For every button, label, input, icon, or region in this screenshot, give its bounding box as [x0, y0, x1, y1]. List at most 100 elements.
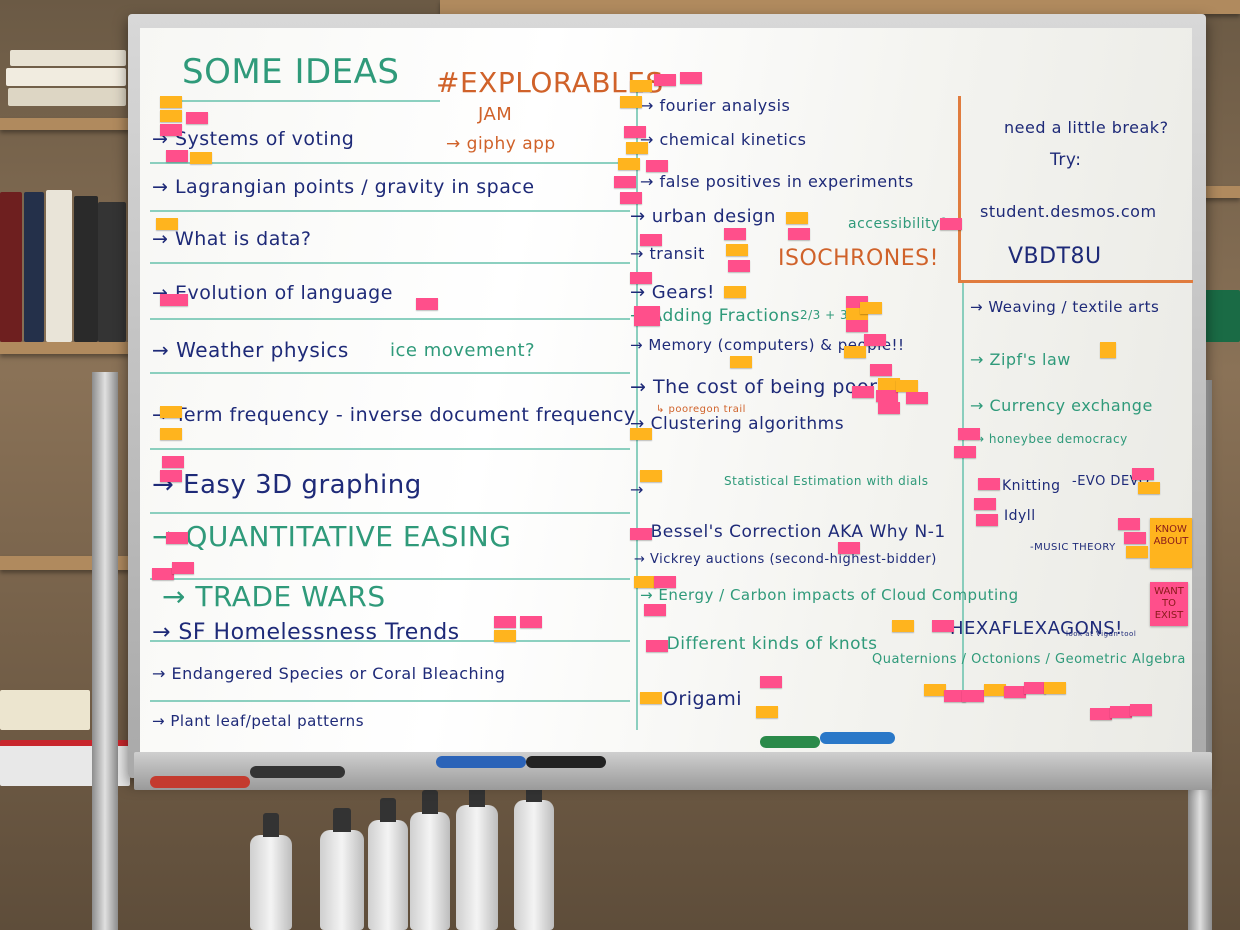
- sticky-note: [864, 334, 886, 346]
- sticky-note: [1124, 532, 1146, 544]
- idea-item: → Adding Fractions: [630, 306, 800, 326]
- spray-bottle: [456, 783, 498, 930]
- idea-item: → Easy 3D graphing: [152, 470, 422, 500]
- marker[interactable]: [436, 756, 526, 768]
- marker[interactable]: [250, 766, 345, 778]
- idea-item: → Evolution of language: [152, 282, 393, 304]
- sticky-note: [620, 192, 642, 204]
- sticky-note: [932, 620, 954, 632]
- idea-annotation: ↳ pooregon trail: [656, 404, 746, 415]
- sticky-note: [1130, 704, 1152, 716]
- book: [6, 68, 126, 86]
- spray-bottle: [320, 808, 364, 930]
- sticky-note: [166, 532, 188, 544]
- sticky-note: [1138, 482, 1160, 494]
- sticky-note: [924, 684, 946, 696]
- sticky-note-know-about: KNOW ABOUT: [1150, 518, 1192, 568]
- idea-item: →: [630, 480, 644, 499]
- sticky-note: [416, 298, 438, 310]
- ruled-line: [150, 512, 630, 514]
- sticky-note: [906, 392, 928, 404]
- sticky-note: [186, 112, 208, 124]
- idea-item: -MUSIC THEORY: [1030, 542, 1116, 553]
- sticky-note: [756, 706, 778, 718]
- sticky-note: [978, 478, 1000, 490]
- sticky-note: [878, 402, 900, 414]
- sticky-note: [860, 302, 882, 314]
- sticky-note: [730, 356, 752, 368]
- sticky-note: [846, 320, 868, 332]
- ruled-line: [150, 210, 630, 212]
- heading-giphy: → giphy app: [446, 134, 556, 154]
- sticky-note: [618, 158, 640, 170]
- book: [98, 202, 126, 342]
- idea-item: Knitting: [1002, 478, 1061, 494]
- idea-item: → transit: [630, 244, 705, 263]
- heading-underline: [180, 100, 440, 102]
- book: [8, 88, 126, 106]
- sticky-note: [1118, 518, 1140, 530]
- sticky-note: [944, 690, 966, 702]
- sticky-note: [640, 234, 662, 246]
- sticky-note: [624, 126, 646, 138]
- sticky-note: [954, 446, 976, 458]
- sticky-note: [646, 640, 668, 652]
- marker[interactable]: [820, 732, 895, 744]
- marker[interactable]: [150, 776, 250, 788]
- sticky-note: [940, 218, 962, 230]
- sticky-note: [1044, 682, 1066, 694]
- sticky-note: [654, 576, 676, 588]
- shelf-top-right: [1196, 186, 1240, 198]
- idea-annotation: Quaternions / Octonions / Geometric Alge…: [872, 652, 1186, 667]
- book: [10, 50, 126, 66]
- ruled-line: [150, 372, 630, 374]
- idea-item: → honeybee democracy: [974, 432, 1128, 446]
- heading-some-ideas: SOME IDEAS: [182, 52, 400, 92]
- spray-bottle: [368, 798, 408, 930]
- sticky-note: [190, 152, 212, 164]
- sticky-note: [162, 456, 184, 468]
- stand-leg-left: [92, 372, 118, 930]
- column-divider: [636, 80, 638, 730]
- idea-item: → Lagrangian points / gravity in space: [152, 176, 535, 198]
- break-box-line2: Try:: [1050, 150, 1082, 170]
- sticky-note: [166, 150, 188, 162]
- ruled-line: [150, 318, 630, 320]
- sticky-note: [1024, 682, 1046, 694]
- idea-item: → SF Homelessness Trends: [152, 620, 460, 645]
- idea-item: → chemical kinetics: [640, 130, 807, 149]
- sticky-note: [958, 428, 980, 440]
- idea-annotation: Statistical Estimation with dials: [724, 474, 929, 488]
- sticky-note: [876, 390, 898, 402]
- break-box-line1: need a little break?: [1004, 118, 1169, 137]
- sticky-note: [878, 378, 900, 390]
- idea-annotation: accessibility?: [848, 216, 948, 232]
- sticky-note: [494, 630, 516, 642]
- idea-item: → urban design: [630, 206, 776, 227]
- spray-bottle: [410, 790, 450, 930]
- idea-item: → Endangered Species or Coral Bleaching: [152, 664, 506, 683]
- ruled-line: [150, 700, 630, 702]
- sticky-note: [984, 684, 1006, 696]
- sticky-note: [614, 176, 636, 188]
- idea-item: -EVO DEVO: [1072, 474, 1150, 489]
- sticky-note: [160, 124, 182, 136]
- spray-bottle: [250, 813, 292, 930]
- sticky-note: [160, 96, 182, 108]
- sticky-note: [630, 80, 652, 92]
- idea-annotation: ice movement?: [390, 340, 536, 361]
- idea-item: → Currency exchange: [970, 396, 1153, 415]
- ruled-line: [150, 578, 630, 580]
- marker[interactable]: [760, 736, 820, 748]
- idea-item: → Systems of voting: [152, 128, 355, 150]
- marker[interactable]: [526, 756, 606, 768]
- sticky-note: [844, 346, 866, 358]
- heading-explorables: #EXPLORABLES: [436, 66, 664, 99]
- sticky-note: [788, 228, 810, 240]
- sticky-note: [724, 286, 746, 298]
- sticky-note: [870, 364, 892, 376]
- sticky-note: [786, 212, 808, 224]
- sticky-note: [852, 386, 874, 398]
- ruled-line: [150, 262, 630, 264]
- spray-bottle: [514, 778, 554, 930]
